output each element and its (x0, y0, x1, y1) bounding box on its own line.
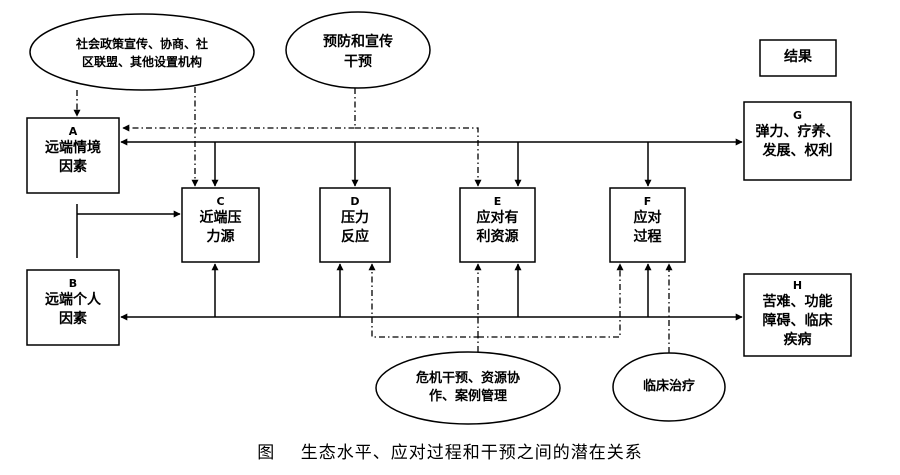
box-d (319, 187, 391, 263)
box-e (459, 187, 536, 263)
node-e-letter: E (493, 195, 502, 208)
node-h-label: H 苦难、功能 障碍、临床 疾病 (744, 278, 851, 350)
node-b-line2: 因素 (59, 311, 87, 327)
node-h-line2: 障碍、临床 (762, 313, 833, 329)
crisis-label: 危机干预、资源协 作、案例管理 (388, 370, 548, 406)
results-box (759, 39, 837, 77)
dash-crisis-d (368, 263, 479, 352)
node-b-letter: B (68, 277, 78, 290)
node-a-line1: 远端情境 (45, 140, 101, 156)
dash-prevention-a (122, 88, 356, 132)
node-g-line2: 发展、权利 (762, 143, 833, 159)
node-c-label: C 近端压 力源 (182, 194, 259, 247)
crisis-line1: 危机干预、资源协 (415, 371, 520, 386)
social-policy-line1: 社会政策宣传、协商、社 (75, 37, 208, 51)
social-policy-label: 社会政策宣传、协商、社 区联盟、其他设置机构 (42, 35, 242, 71)
results-label: 结果 (784, 49, 812, 65)
box-f (609, 187, 686, 263)
node-h-line3: 疾病 (783, 332, 812, 348)
node-g-letter: G (792, 109, 803, 122)
node-c-line1: 近端压 (199, 210, 242, 226)
crisis-line2: 作、案例管理 (428, 389, 507, 404)
node-d-line2: 反应 (341, 229, 369, 245)
node-a-line2: 因素 (59, 159, 87, 175)
node-h-line1: 苦难、功能 (762, 294, 833, 310)
node-f-label: F 应对 过程 (610, 194, 685, 247)
node-e-line2: 利资源 (476, 229, 519, 245)
node-f-line2: 过程 (633, 229, 662, 245)
clinical-label: 临床治疗 (619, 378, 719, 396)
dash-crisis-f (478, 263, 624, 338)
node-f-line1: 应对 (633, 210, 662, 226)
box-c (181, 187, 260, 263)
node-d-letter: D (350, 195, 360, 208)
node-b-label: B 远端个人 因素 (27, 276, 119, 329)
node-f-letter: F (643, 195, 652, 208)
crisis-ellipse (375, 351, 561, 425)
prevention-ellipse (285, 11, 431, 89)
prevention-line1: 预防和宣传 (323, 34, 393, 50)
node-b-line1: 远端个人 (45, 292, 101, 308)
node-d-label: D 压力 反应 (320, 194, 390, 247)
node-h-letter: H (792, 279, 803, 292)
node-c-line2: 力源 (206, 229, 235, 245)
node-a-label: A 远端情境 因素 (27, 124, 119, 177)
prevention-line2: 干预 (344, 54, 372, 70)
box-g (743, 101, 852, 181)
node-a-letter: A (68, 125, 78, 138)
figure-caption: 图 生态水平、应对过程和干预之间的潜在关系 (257, 443, 643, 463)
social-policy-ellipse (29, 13, 255, 91)
node-e-line1: 应对有 (476, 210, 519, 226)
box-b (26, 269, 120, 346)
node-c-letter: C (216, 195, 225, 208)
prevention-label: 预防和宣传 干预 (298, 32, 418, 72)
dash-prevention-e (355, 127, 482, 187)
clinical-line1: 临床治疗 (642, 379, 695, 394)
box-h (743, 273, 852, 357)
node-e-label: E 应对有 利资源 (460, 194, 535, 247)
node-d-line1: 压力 (341, 210, 369, 226)
social-policy-line2: 区联盟、其他设置机构 (81, 55, 202, 69)
box-a (26, 117, 120, 194)
node-g-line1: 弹力、疗养、 (755, 124, 840, 140)
node-g-label: G 弹力、疗养、 发展、权利 (744, 108, 851, 161)
